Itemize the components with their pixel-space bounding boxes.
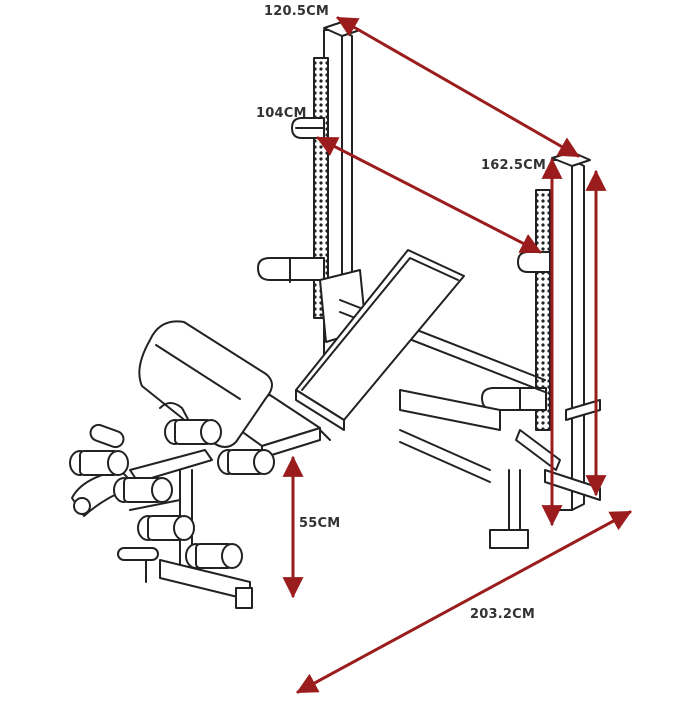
front-spotter-arm	[481, 387, 547, 411]
rear-bar-hook	[291, 117, 325, 139]
dim-total-length-line	[296, 510, 632, 694]
dim-rack-depth-line	[316, 136, 542, 254]
dim-seat-height-label: 55CM	[299, 516, 341, 531]
dim-width-top-label: 120.5CM	[264, 4, 329, 19]
back-pad	[295, 249, 465, 431]
foam-rollers	[69, 419, 275, 583]
dim-rack-depth-label: 104CM	[256, 106, 307, 121]
dim-rack-height-label: 162.5CM	[481, 158, 546, 173]
preacher-pad	[138, 320, 273, 448]
rear-spotter-arm	[257, 257, 325, 283]
dim-total-length-label: 203.2CM	[470, 607, 535, 622]
dim-width-top-line	[336, 16, 580, 158]
front-bar-hook	[517, 251, 551, 273]
